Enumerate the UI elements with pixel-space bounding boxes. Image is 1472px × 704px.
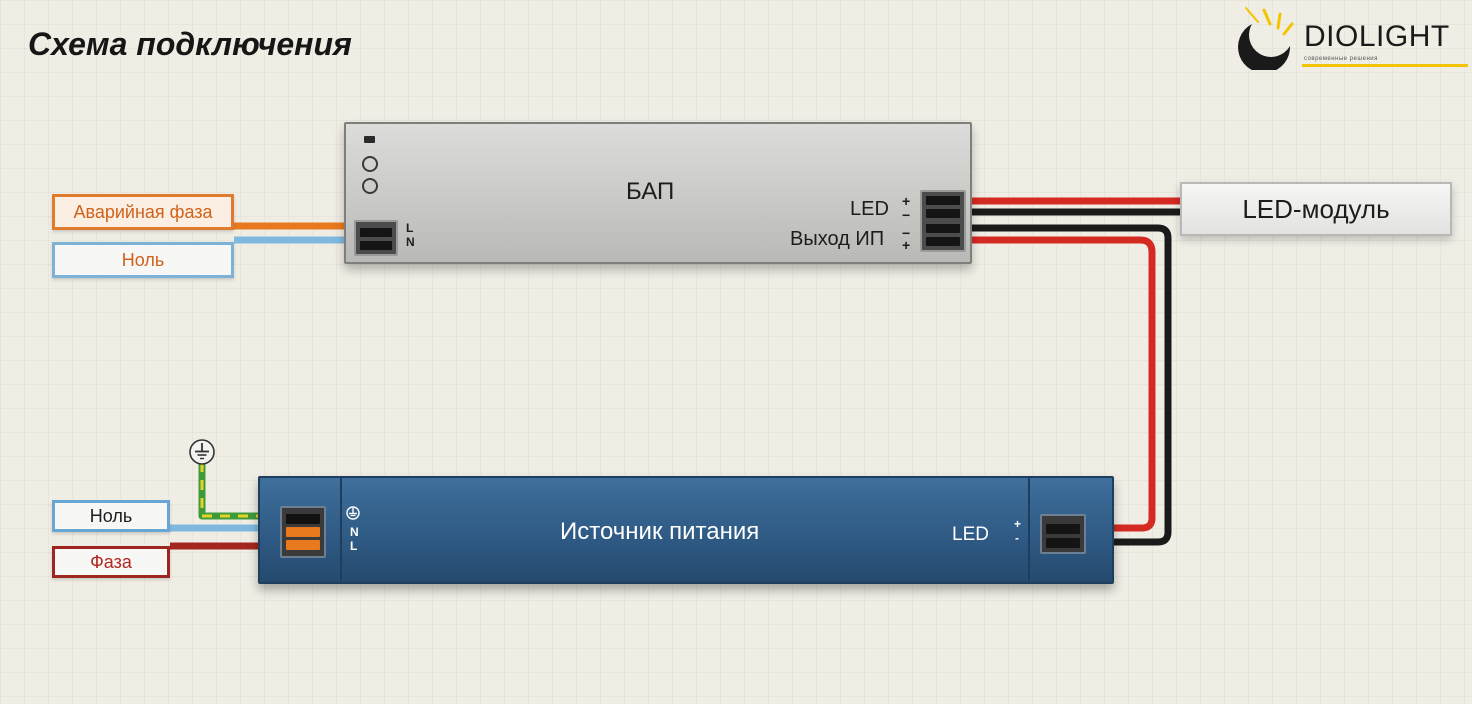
psu-out-positive-wire (944, 236, 1156, 532)
bap-status-led-2 (362, 178, 378, 194)
psu-n-label: N (350, 525, 359, 539)
power-supply-unit: N L Источник питания LED + - (258, 476, 1114, 584)
moon-rays-logo-icon (1238, 7, 1294, 70)
bap-output-slot-3 (926, 224, 960, 233)
psu-title: Источник питания (560, 518, 760, 545)
bap-output-slot-4 (926, 237, 960, 246)
brand-tagline: современные решения (1304, 56, 1378, 62)
bap-out-minus: − (902, 225, 911, 241)
psu-right-divider (1028, 478, 1030, 582)
psu-left-divider (340, 478, 342, 582)
page-title: Схема подключения (28, 26, 352, 62)
psu-led-plus: + (1014, 517, 1022, 531)
brand-underline (1302, 64, 1468, 67)
brand-logo: DIOLIGHT современные решения (1232, 6, 1468, 74)
bap-indicator (364, 136, 375, 143)
psu-input-slot-n (286, 527, 320, 537)
bap-input-terminal (354, 220, 398, 256)
psu-out-negative-wire (944, 224, 1172, 546)
brand-name: DIOLIGHT (1304, 20, 1450, 53)
bap-output-slot-1 (926, 196, 960, 205)
bap-neutral-tag: Ноль (52, 242, 234, 278)
psu-led-label: LED (952, 524, 989, 545)
psu-input-slot-l (286, 540, 320, 550)
bap-title: БАП (626, 178, 675, 205)
psu-output-slot-minus (1046, 538, 1080, 548)
psu-led-minus: - (1015, 531, 1019, 545)
bap-status-led-1 (362, 156, 378, 172)
psu-input-terminal (280, 506, 326, 558)
bap-input-slot-l (360, 228, 392, 237)
psu-ground-symbol-icon (346, 506, 360, 520)
psu-phase-tag: Фаза (52, 546, 170, 578)
bap-input-slot-n (360, 241, 392, 250)
psu-l-label: L (350, 539, 358, 553)
psu-neutral-tag: Ноль (52, 500, 170, 532)
led-module: LED-модуль (1180, 182, 1452, 236)
bap-led-label: LED (850, 198, 889, 220)
bap-psu-out-label: Выход ИП (790, 228, 885, 250)
bap-led-minus: − (902, 207, 911, 223)
bap-output-slot-2 (926, 209, 960, 218)
bap-module: БАП L N LED Выход ИП + − − + (344, 122, 972, 264)
psu-input-slot-ground (286, 514, 320, 524)
bap-output-terminal (920, 190, 966, 252)
psu-output-terminal (1040, 514, 1086, 554)
psu-output-slot-plus (1046, 524, 1080, 534)
ground-icon (189, 439, 215, 465)
emergency-phase-tag: Аварийная фаза (52, 194, 234, 230)
bap-led-plus: + (902, 193, 911, 209)
bap-n-label: N (406, 235, 415, 249)
bap-out-plus: + (902, 237, 911, 253)
bap-l-label: L (406, 221, 414, 235)
